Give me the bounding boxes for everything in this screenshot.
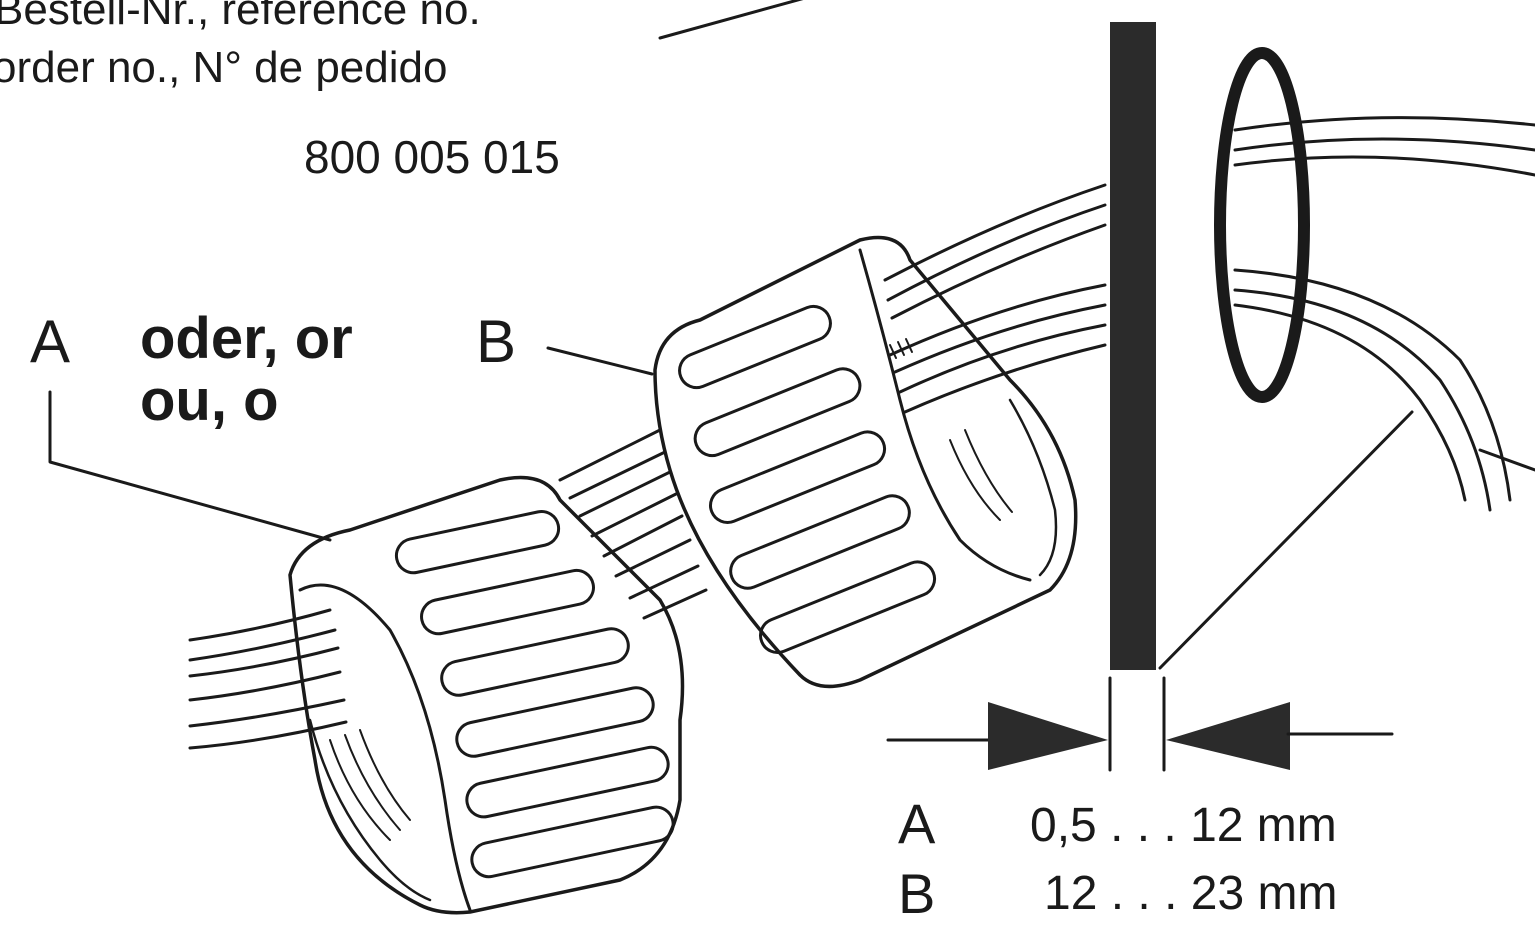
order-label-line-1: Bestell-Nr., reference no. [0, 0, 481, 34]
mounting-panel [1110, 22, 1156, 670]
order-number: 800 005 015 [304, 131, 560, 183]
order-leader-line [658, 0, 804, 40]
grommet-b-label: B [476, 308, 517, 375]
cable-bundle-right [883, 183, 1107, 414]
range-a-value: 0,5 . . . 12 mm [1030, 799, 1337, 852]
leader-line-b [546, 346, 654, 376]
grommet-a-label: A [30, 308, 71, 375]
thickness-dimension [886, 676, 1394, 772]
cable-bundle-left [188, 608, 348, 750]
grommet-b [653, 235, 1078, 689]
range-b-key: B [898, 862, 936, 925]
alternative-text-line-1: oder, or [140, 306, 353, 371]
grommet-a [288, 475, 685, 915]
panel-back-view [1158, 47, 1535, 670]
alternative-text-line-2: ou, o [140, 368, 279, 433]
leader-line-a [48, 390, 332, 542]
range-a-key: A [898, 792, 936, 855]
range-b-value: 12 . . . 23 mm [1044, 867, 1338, 920]
order-label-line-2: order no., N° de pedido [0, 43, 448, 92]
